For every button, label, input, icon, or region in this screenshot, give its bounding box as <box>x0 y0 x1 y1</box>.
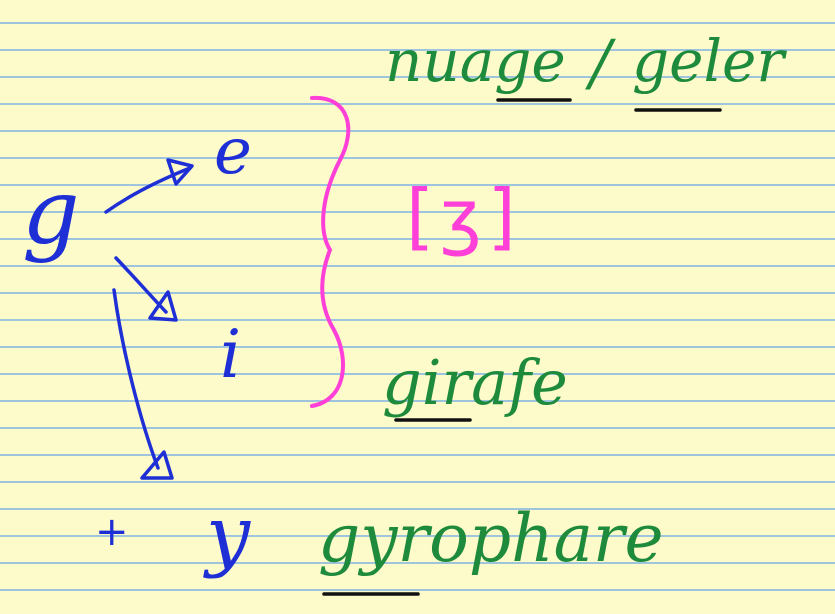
example-word-nuage: nuage <box>385 27 566 95</box>
example-word-gyrophare: gyrophare <box>318 500 664 577</box>
letter-e: e <box>214 115 252 189</box>
example-word-girafe: girafe <box>382 346 568 419</box>
arrow-to-y <box>112 288 160 470</box>
example-word-geler: geler <box>632 27 785 95</box>
arrow-to-y-head <box>140 450 174 480</box>
separator-slash: / <box>590 26 611 99</box>
letter-g: g <box>22 160 80 265</box>
phoneme-notation: [ʒ] <box>406 174 522 258</box>
arrow-to-e-head <box>166 158 194 186</box>
letter-y: y <box>206 490 251 580</box>
arrow-to-i-head <box>148 290 178 322</box>
arrow-to-i <box>114 256 168 314</box>
letter-i: i <box>220 316 242 393</box>
arrow-to-e <box>104 166 192 214</box>
curly-brace <box>310 95 351 408</box>
plus-sign: + <box>95 509 129 555</box>
